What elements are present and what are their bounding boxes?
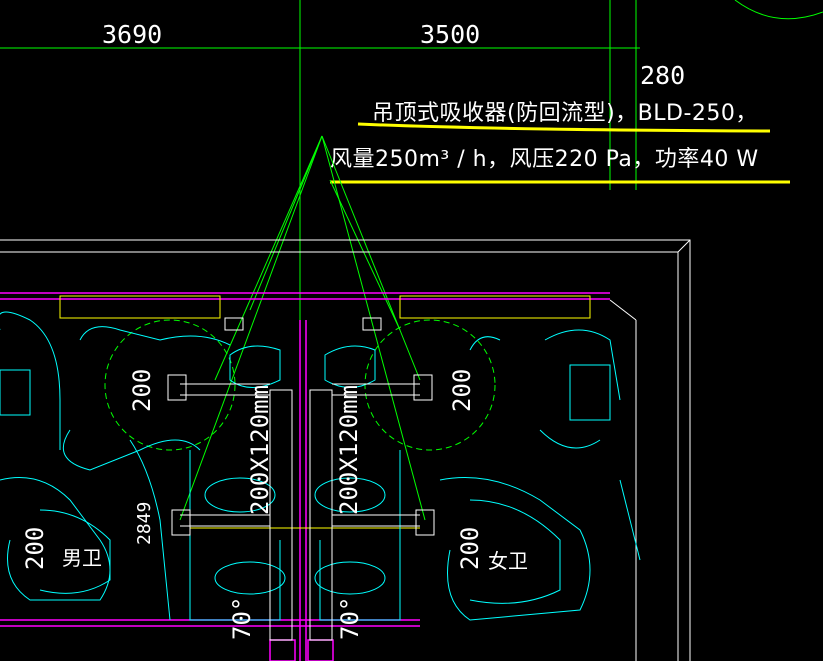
equipment-note-line1: 吊顶式吸收器(防回流型)，BLD-250， — [372, 101, 758, 126]
window-frames — [59, 295, 591, 529]
bottom-angle-right: 70° — [336, 597, 364, 640]
duct-dimension-right: 200X120mm — [335, 385, 363, 515]
room-label-men: 男卫 — [62, 546, 102, 570]
room-label-women: 女卫 — [488, 549, 528, 573]
ducts — [167, 317, 435, 641]
axis-grid-lines — [0, 0, 823, 320]
dimension-left-span: 3690 — [102, 20, 162, 49]
equipment-note-line2: 风量250m³ / h，风压220 Pa，功率40 W — [330, 147, 759, 172]
note-highlight-underlines — [330, 122, 790, 184]
interior-walls — [0, 292, 610, 661]
duct-size-right: 200 — [448, 369, 476, 412]
duct-size-left: 200 — [128, 369, 156, 412]
duct-size-lower-right: 200 — [456, 527, 484, 570]
duct-dimension-left: 200X120mm — [246, 385, 274, 515]
dimension-right-span: 3500 — [420, 20, 480, 49]
bottom-angle-left: 70° — [228, 597, 256, 640]
plumbing-fixtures — [0, 311, 641, 621]
dimension-offset: 280 — [640, 61, 685, 90]
leader-lines — [179, 135, 426, 521]
building-outline — [0, 239, 691, 661]
duct-size-lower-left: 200 — [21, 527, 49, 570]
side-dimension: 2849 — [134, 502, 155, 545]
